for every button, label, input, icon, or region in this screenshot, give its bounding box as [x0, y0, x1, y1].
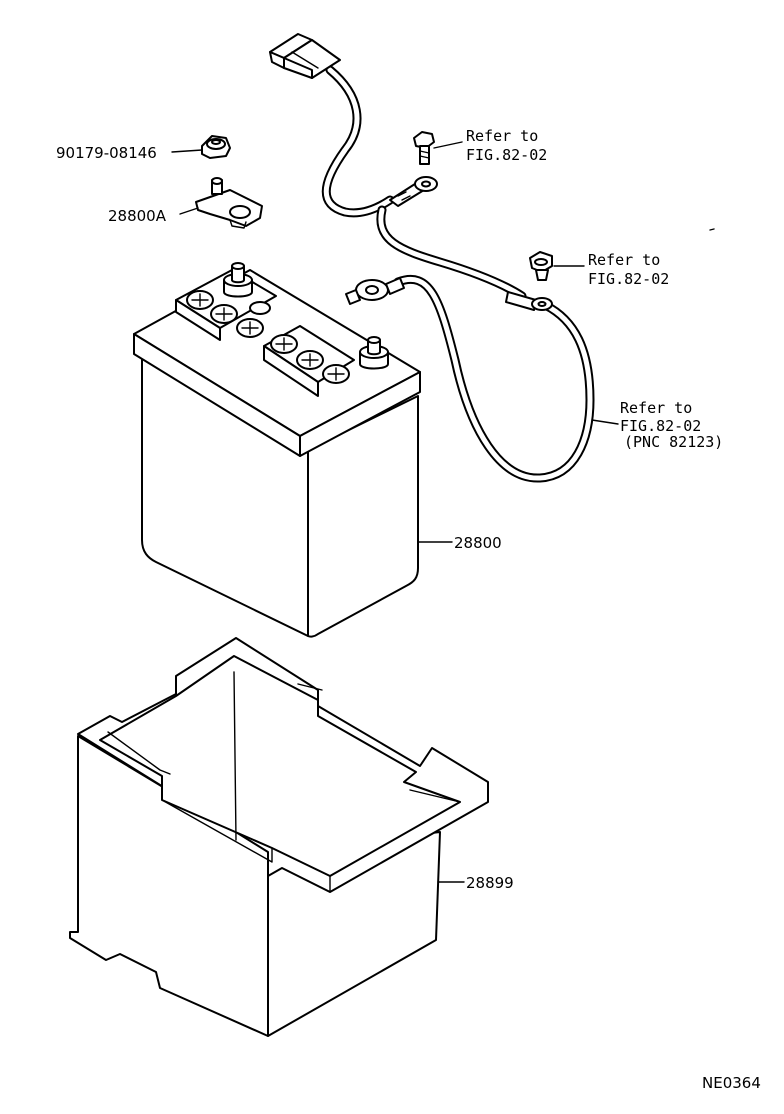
terminal-post-icon [223, 262, 253, 298]
terminal-post-icon [359, 336, 389, 370]
reference-label: FIG.82-02 [588, 270, 669, 288]
terminal-clamp-icon [345, 277, 405, 305]
part-number-label: 28800A [108, 207, 167, 225]
connector-plug-icon [269, 33, 341, 79]
bolt-icon [529, 251, 553, 281]
reference-label: Refer to [466, 127, 538, 145]
hold-down-clamp-icon [195, 177, 263, 229]
leader-lines [171, 141, 619, 883]
reference-label: (PNC 82123) [624, 433, 723, 451]
battery-tray-icon [69, 637, 489, 1037]
battery-icon [133, 262, 421, 638]
ring-terminal-icon [389, 176, 438, 207]
diagram-code-label: NE0364 [702, 1074, 761, 1092]
nut-icon [201, 135, 231, 159]
reference-label: Refer to [620, 399, 692, 417]
battery-cable-assembly [321, 65, 595, 483]
reference-label: FIG.82-02 [466, 146, 547, 164]
part-number-label: 28800 [454, 534, 502, 552]
ground-lug-icon [505, 291, 553, 311]
reference-label: Refer to [588, 251, 660, 269]
reference-label: FIG.82-02 [620, 417, 701, 435]
vent-cap-icon [186, 290, 350, 384]
part-number-label: 28899 [466, 874, 514, 892]
bolt-icon [413, 131, 435, 165]
part-number-label: 90179-08146 [56, 144, 157, 162]
